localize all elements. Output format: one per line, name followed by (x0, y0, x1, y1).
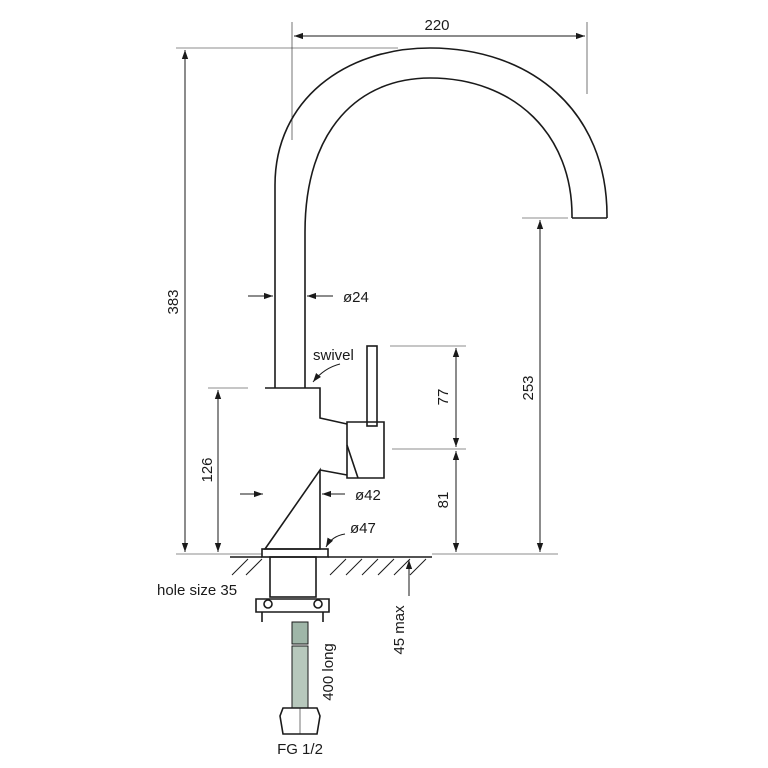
label-253: 253 (520, 375, 537, 400)
fixing-screw-right (313, 599, 323, 609)
dimension-lines (176, 22, 588, 596)
label-swivel: swivel (313, 347, 354, 364)
swivel-leader (312, 363, 341, 383)
label-fg-1-2: FG 1/2 (277, 741, 323, 758)
label-77: 77 (435, 389, 452, 406)
label-383: 383 (165, 289, 182, 314)
label-81: 81 (435, 492, 452, 509)
lever-base (346, 421, 385, 479)
hose-lower (291, 645, 309, 709)
base-flange (261, 548, 329, 558)
fixing-screw-left (263, 599, 273, 609)
label-126: 126 (199, 457, 216, 482)
label-400-long: 400 long (320, 643, 337, 701)
label-hole-size: hole size 35 (157, 582, 237, 599)
label-220: 220 (424, 17, 449, 34)
lever-handle (366, 345, 378, 427)
spout-inner (304, 77, 573, 388)
countertop (230, 556, 432, 576)
label-dia-24: ø24 (343, 289, 369, 306)
label-45-max: 45 max (391, 605, 408, 655)
fixing-bracket (255, 598, 330, 622)
mounting-shank (269, 556, 317, 598)
main-body (263, 387, 348, 550)
spout-outer (274, 47, 608, 388)
dim-leader-47 (325, 533, 346, 548)
hose-connector (279, 707, 321, 735)
lever-base-notch (346, 444, 359, 479)
hose-upper (291, 621, 309, 645)
labels: 220 383 126 253 77 81 ø24 ø42 ø47 swivel… (157, 17, 537, 758)
label-dia-42: ø42 (355, 487, 381, 504)
label-dia-47: ø47 (350, 520, 376, 537)
faucet-outline (255, 47, 608, 735)
